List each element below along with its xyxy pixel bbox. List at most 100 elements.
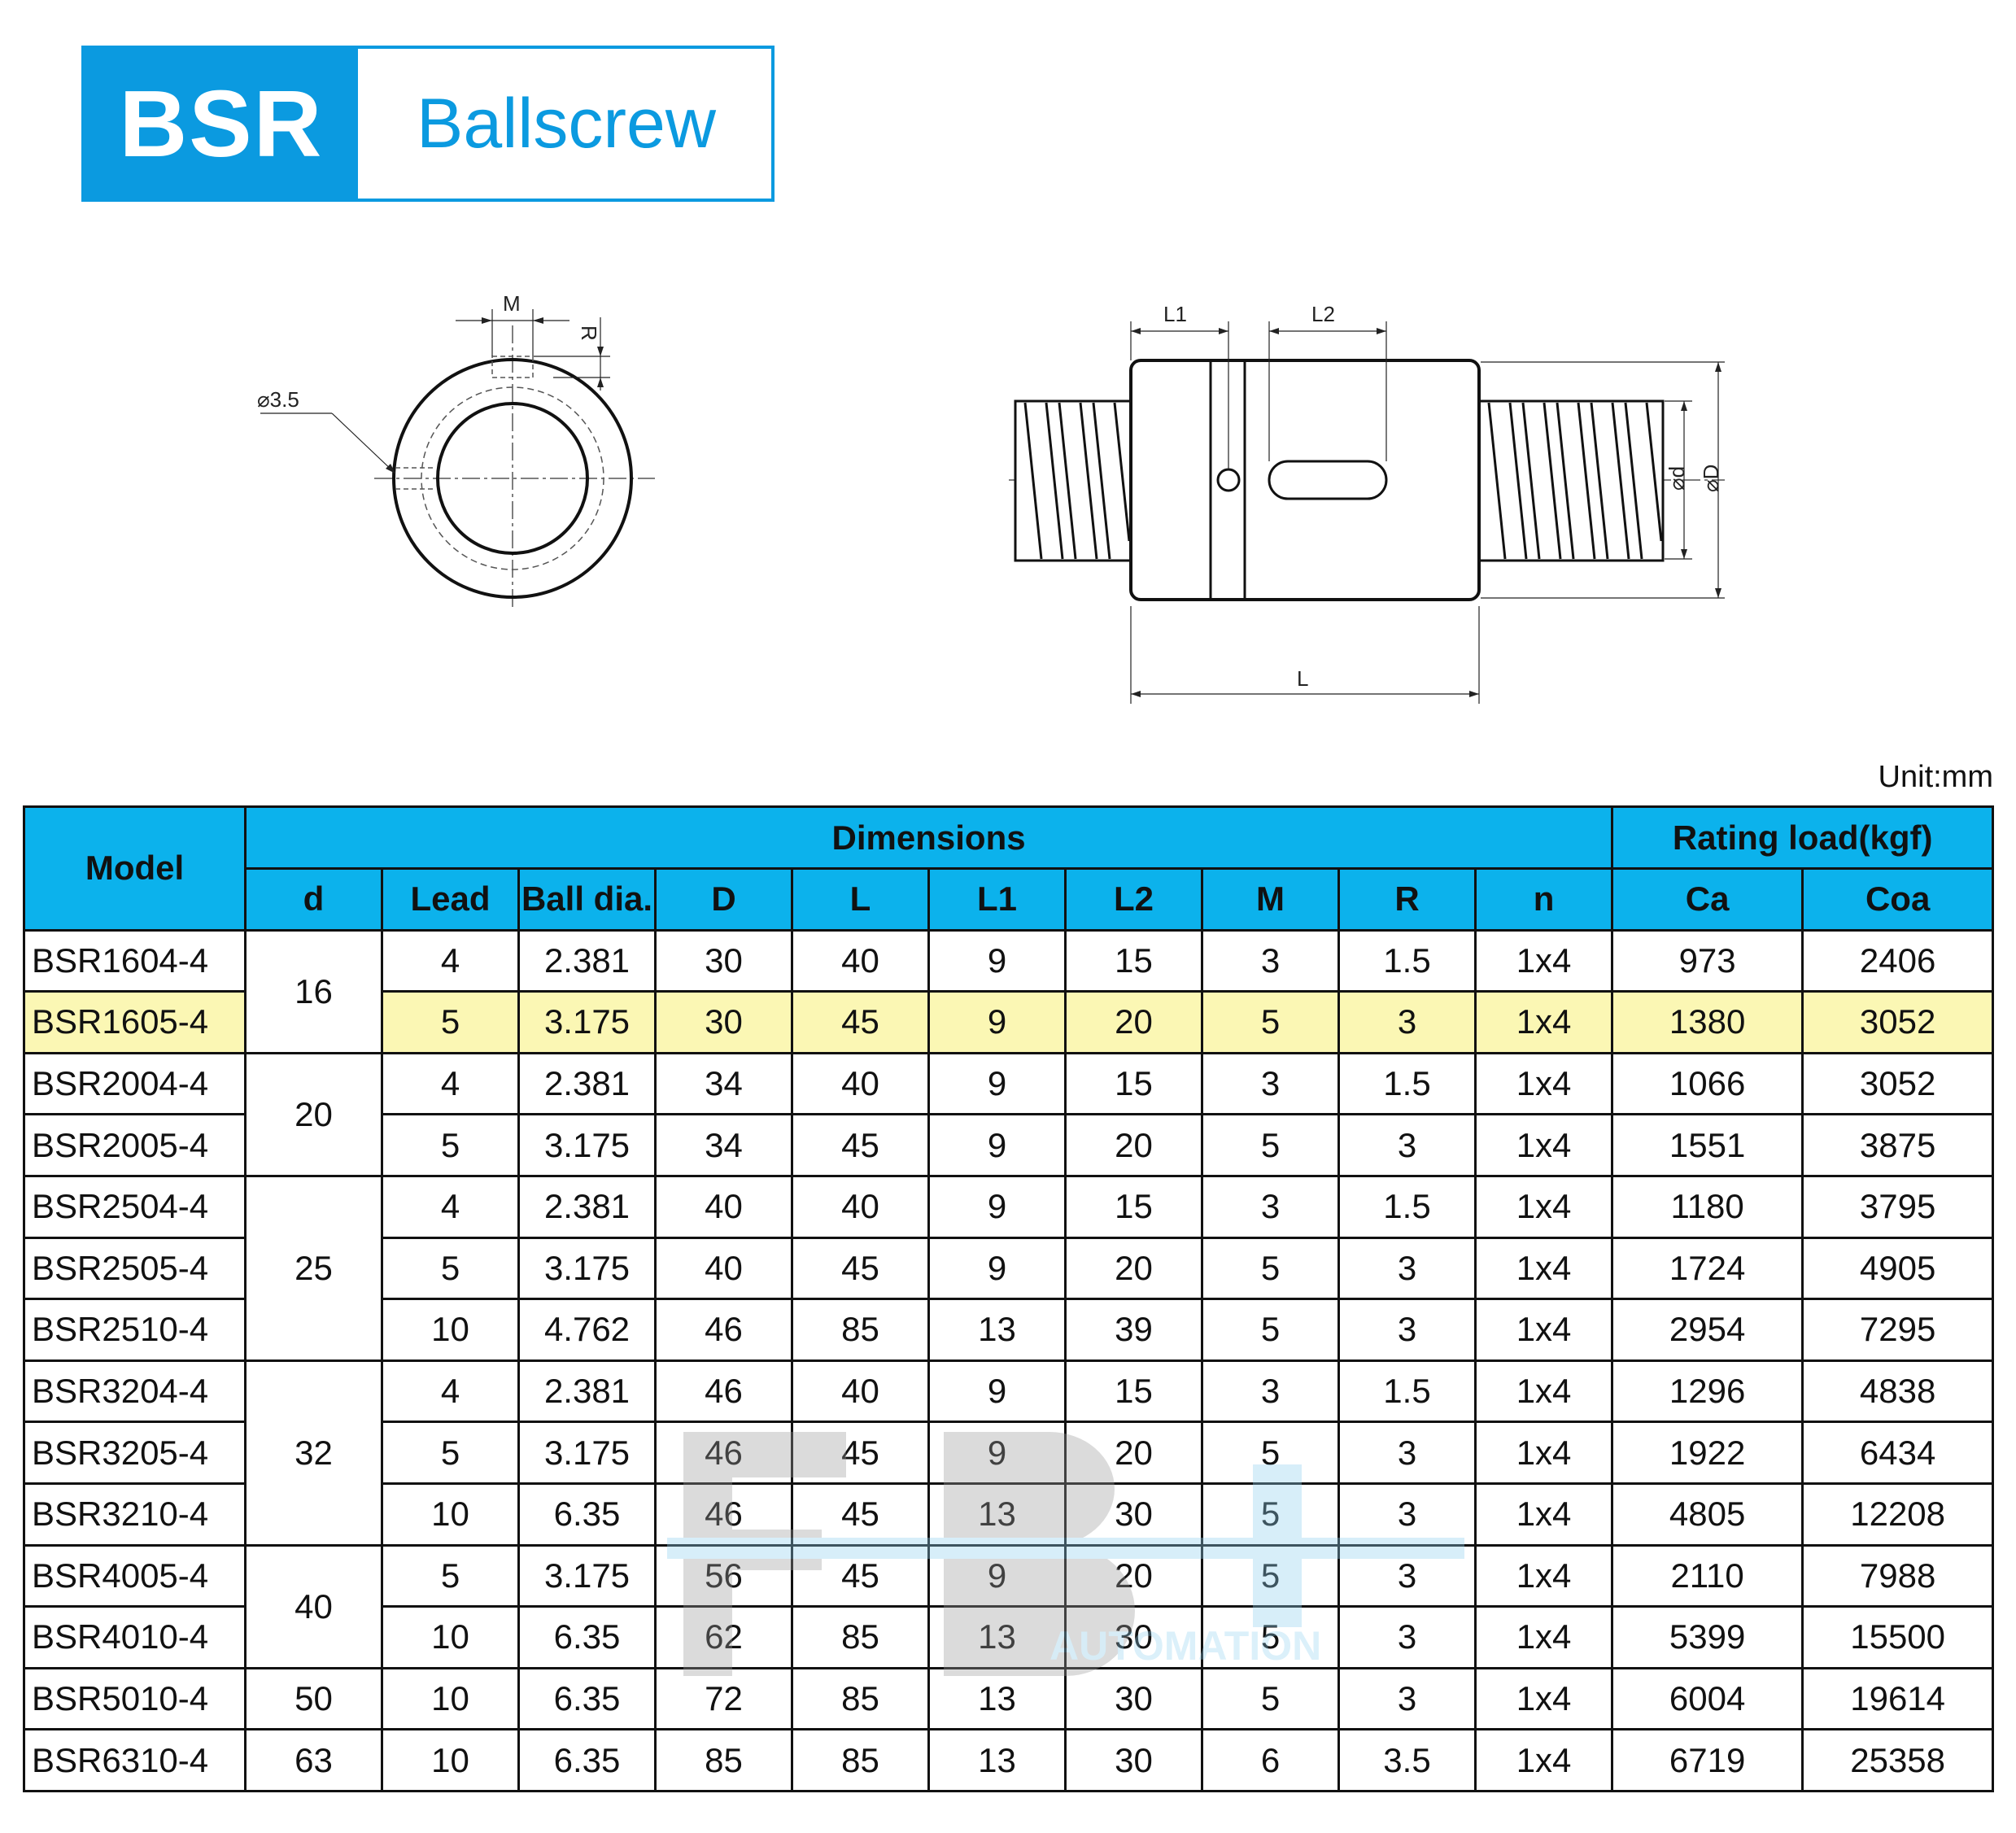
table-cell: 30 <box>1064 1666 1203 1731</box>
table-cell: 39 <box>1064 1298 1203 1362</box>
table-cell: 3052 <box>1801 990 1995 1054</box>
table-cell: 5 <box>381 1421 520 1485</box>
table-cell: 5 <box>1201 1236 1340 1301</box>
col-header-m: M <box>1201 867 1340 932</box>
table-cell: 19614 <box>1801 1666 1995 1731</box>
table-cell: 5 <box>1201 1421 1340 1485</box>
nut-side-view-drawing: L1 L2 L ⌀d ⌀D <box>1009 302 1725 704</box>
table-cell: 3 <box>1337 1236 1477 1301</box>
banner-title: Ballscrew <box>417 84 716 163</box>
col-header-big-d: D <box>654 867 793 932</box>
table-cell: 85 <box>791 1605 930 1669</box>
table-cell: 20 <box>1064 1236 1203 1301</box>
cell-d: 20 <box>244 1051 383 1177</box>
table-cell: 25358 <box>1801 1728 1995 1792</box>
cell-model: BSR1605-4 <box>23 990 247 1054</box>
table-cell: 4838 <box>1801 1359 1995 1424</box>
table-cell: 1x4 <box>1473 1666 1614 1731</box>
r-dimension-label: R <box>577 325 601 341</box>
table-cell: 20 <box>1064 1113 1203 1177</box>
cell-d: 50 <box>244 1666 383 1731</box>
table-cell: 3 <box>1337 1482 1477 1547</box>
table-cell: 30 <box>1064 1482 1203 1547</box>
table-cell: 40 <box>791 1051 930 1116</box>
table-cell: 15500 <box>1801 1605 1995 1669</box>
l2-dimension-label: L2 <box>1311 302 1335 326</box>
table-cell: 46 <box>654 1482 793 1547</box>
table-cell: 9 <box>927 928 1067 993</box>
table-cell: 30 <box>654 990 793 1054</box>
table-cell: 30 <box>1064 1605 1203 1669</box>
table-cell: 40 <box>791 1359 930 1424</box>
table-cell: 3.175 <box>517 1543 657 1608</box>
table-cell: 45 <box>791 1113 930 1177</box>
table-cell: 2110 <box>1611 1543 1804 1608</box>
table-cell: 6.35 <box>517 1605 657 1669</box>
cell-model: BSR3205-4 <box>23 1421 247 1485</box>
table-cell: 3.5 <box>1337 1728 1477 1792</box>
l-dimension-label: L <box>1297 666 1308 691</box>
table-cell: 6.35 <box>517 1666 657 1731</box>
table-cell: 3 <box>1201 1174 1340 1239</box>
table-cell: 1x4 <box>1473 1728 1614 1792</box>
table-cell: 45 <box>791 1482 930 1547</box>
table-cell: 1x4 <box>1473 1421 1614 1485</box>
table-cell: 9 <box>927 1236 1067 1301</box>
table-cell: 13 <box>927 1298 1067 1362</box>
table-cell: 7295 <box>1801 1298 1995 1362</box>
table-cell: 5 <box>1201 1482 1340 1547</box>
cell-d: 16 <box>244 928 383 1054</box>
table-cell: 10 <box>381 1666 520 1731</box>
table-cell: 6004 <box>1611 1666 1804 1731</box>
table-cell: 85 <box>654 1728 793 1792</box>
table-cell: 7988 <box>1801 1543 1995 1608</box>
table-cell: 20 <box>1064 1421 1203 1485</box>
cell-model: BSR2510-4 <box>23 1298 247 1362</box>
table-cell: 45 <box>791 1236 930 1301</box>
table-cell: 5 <box>1201 990 1340 1054</box>
table-cell: 973 <box>1611 928 1804 993</box>
col-header-coa: Coa <box>1801 867 1995 932</box>
table-cell: 3.175 <box>517 1113 657 1177</box>
cell-model: BSR6310-4 <box>23 1728 247 1792</box>
table-cell: 30 <box>654 928 793 993</box>
table-cell: 6434 <box>1801 1421 1995 1485</box>
table-cell: 1x4 <box>1473 1543 1614 1608</box>
table-cell: 5 <box>1201 1543 1340 1608</box>
table-cell: 1x4 <box>1473 1174 1614 1239</box>
table-cell: 3875 <box>1801 1113 1995 1177</box>
table-cell: 3795 <box>1801 1174 1995 1239</box>
table-cell: 1551 <box>1611 1113 1804 1177</box>
table-cell: 1922 <box>1611 1421 1804 1485</box>
table-cell: 85 <box>791 1728 930 1792</box>
cell-model: BSR2505-4 <box>23 1236 247 1301</box>
cell-model: BSR2504-4 <box>23 1174 247 1239</box>
table-cell: 1x4 <box>1473 1236 1614 1301</box>
table-cell: 46 <box>654 1298 793 1362</box>
table-cell: 15 <box>1064 1174 1203 1239</box>
cell-model: BSR4010-4 <box>23 1605 247 1669</box>
table-cell: 15 <box>1064 1051 1203 1116</box>
table-cell: 3 <box>1201 1359 1340 1424</box>
table-cell: 9 <box>927 1113 1067 1177</box>
spec-table: Model Dimensions Rating load(kgf) d Lead… <box>23 805 1995 1792</box>
cell-model: BSR1604-4 <box>23 928 247 993</box>
table-cell: 1380 <box>1611 990 1804 1054</box>
table-cell: 12208 <box>1801 1482 1995 1547</box>
table-cell: 1x4 <box>1473 1359 1614 1424</box>
l1-dimension-label: L1 <box>1163 302 1187 326</box>
cell-model: BSR4005-4 <box>23 1543 247 1608</box>
table-cell: 3.175 <box>517 1236 657 1301</box>
table-cell: 13 <box>927 1666 1067 1731</box>
table-cell: 46 <box>654 1421 793 1485</box>
table-cell: 15 <box>1064 1359 1203 1424</box>
